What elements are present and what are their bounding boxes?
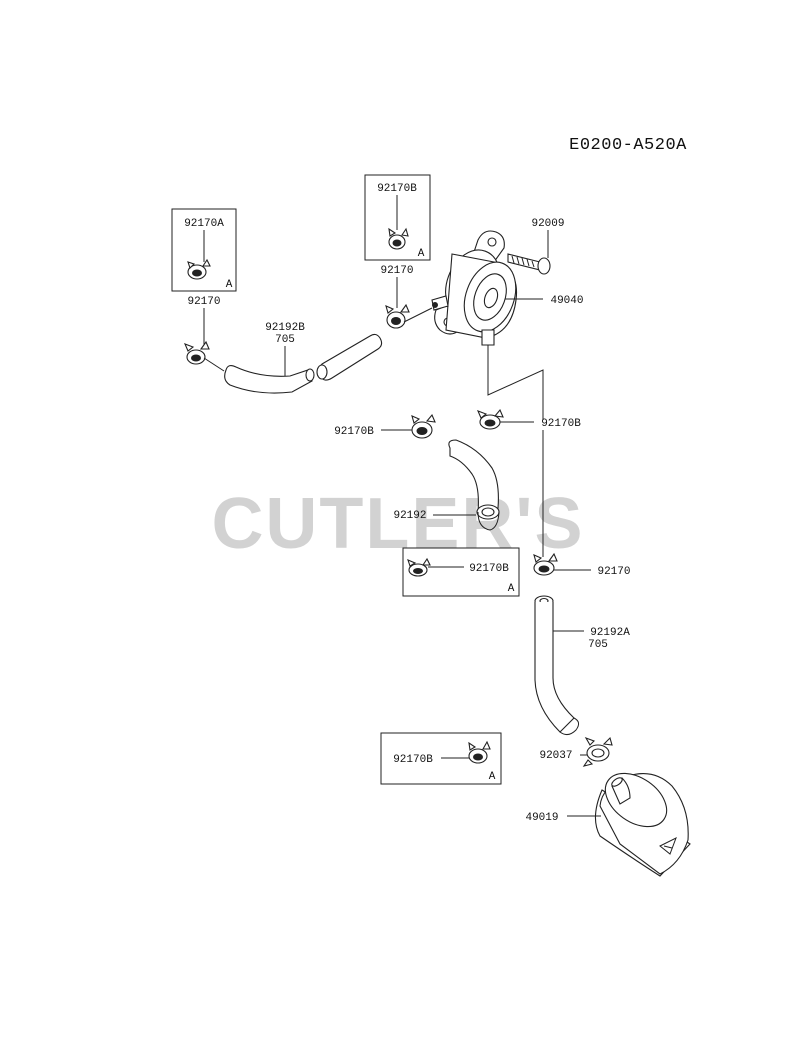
part-number-92192B: 92192B	[265, 322, 305, 334]
hose-clamp-92170B-mid-right	[476, 408, 504, 430]
callout-box-92170B-top: 92170B A	[364, 174, 431, 261]
hose-clamp-92170-top	[385, 303, 410, 329]
hose-clamp-92170-left	[183, 340, 210, 365]
part-number-92170-right: 92170	[597, 566, 630, 578]
part-number-92170-left: 92170	[187, 296, 220, 308]
part-number-49040: 49040	[550, 295, 583, 307]
fuel-hose-92192B	[224, 333, 383, 394]
part-number-92170B-mid-left: 92170B	[334, 426, 374, 438]
box-tag-a: A	[226, 279, 233, 291]
part-number-92170B-mid-right: 92170B	[541, 418, 581, 430]
part-number-49019: 49019	[525, 812, 558, 824]
callout-box-92170A: 92170A A	[171, 208, 237, 292]
box-tag-a: A	[418, 248, 425, 260]
part-number-92192: 92192	[393, 510, 426, 522]
part-number-92170A: 92170A	[184, 218, 224, 230]
part-number-92037: 92037	[539, 750, 572, 762]
callout-box-92170B-low: 92170B A	[380, 732, 502, 785]
clamp-icon	[407, 557, 431, 577]
clamp-icon	[187, 258, 211, 280]
clamp-icon	[468, 740, 491, 764]
hose-length-705-B: 705	[275, 334, 295, 346]
hose-clamp-92037	[582, 736, 613, 767]
part-number-92170B-top: 92170B	[377, 183, 417, 195]
callout-box-92170B-mid: 92170B A	[402, 547, 520, 597]
clamp-icon	[388, 227, 409, 250]
fuel-hose-92192	[448, 439, 500, 531]
part-number-92009: 92009	[531, 218, 564, 230]
part-number-92170-top: 92170	[380, 265, 413, 277]
fuel-pump-49040	[431, 230, 518, 346]
fuel-filter-49019	[594, 772, 691, 877]
hose-clamp-92170B-mid-left	[411, 413, 436, 439]
box-tag-a: A	[508, 583, 515, 595]
watermark: CUTLER'S	[211, 484, 584, 564]
fuel-hose-92192A	[534, 595, 580, 736]
part-number-92192A: 92192A	[590, 627, 630, 639]
hose-clamp-92170-right	[533, 552, 558, 576]
hose-length-705-A: 705	[588, 639, 608, 651]
part-number-92170B-mid-box: 92170B	[469, 563, 509, 575]
screw-92009	[507, 253, 551, 275]
box-tag-a: A	[489, 771, 496, 783]
diagram-code: E0200-A520A	[569, 136, 687, 155]
part-number-92170B-low-box: 92170B	[393, 754, 433, 766]
